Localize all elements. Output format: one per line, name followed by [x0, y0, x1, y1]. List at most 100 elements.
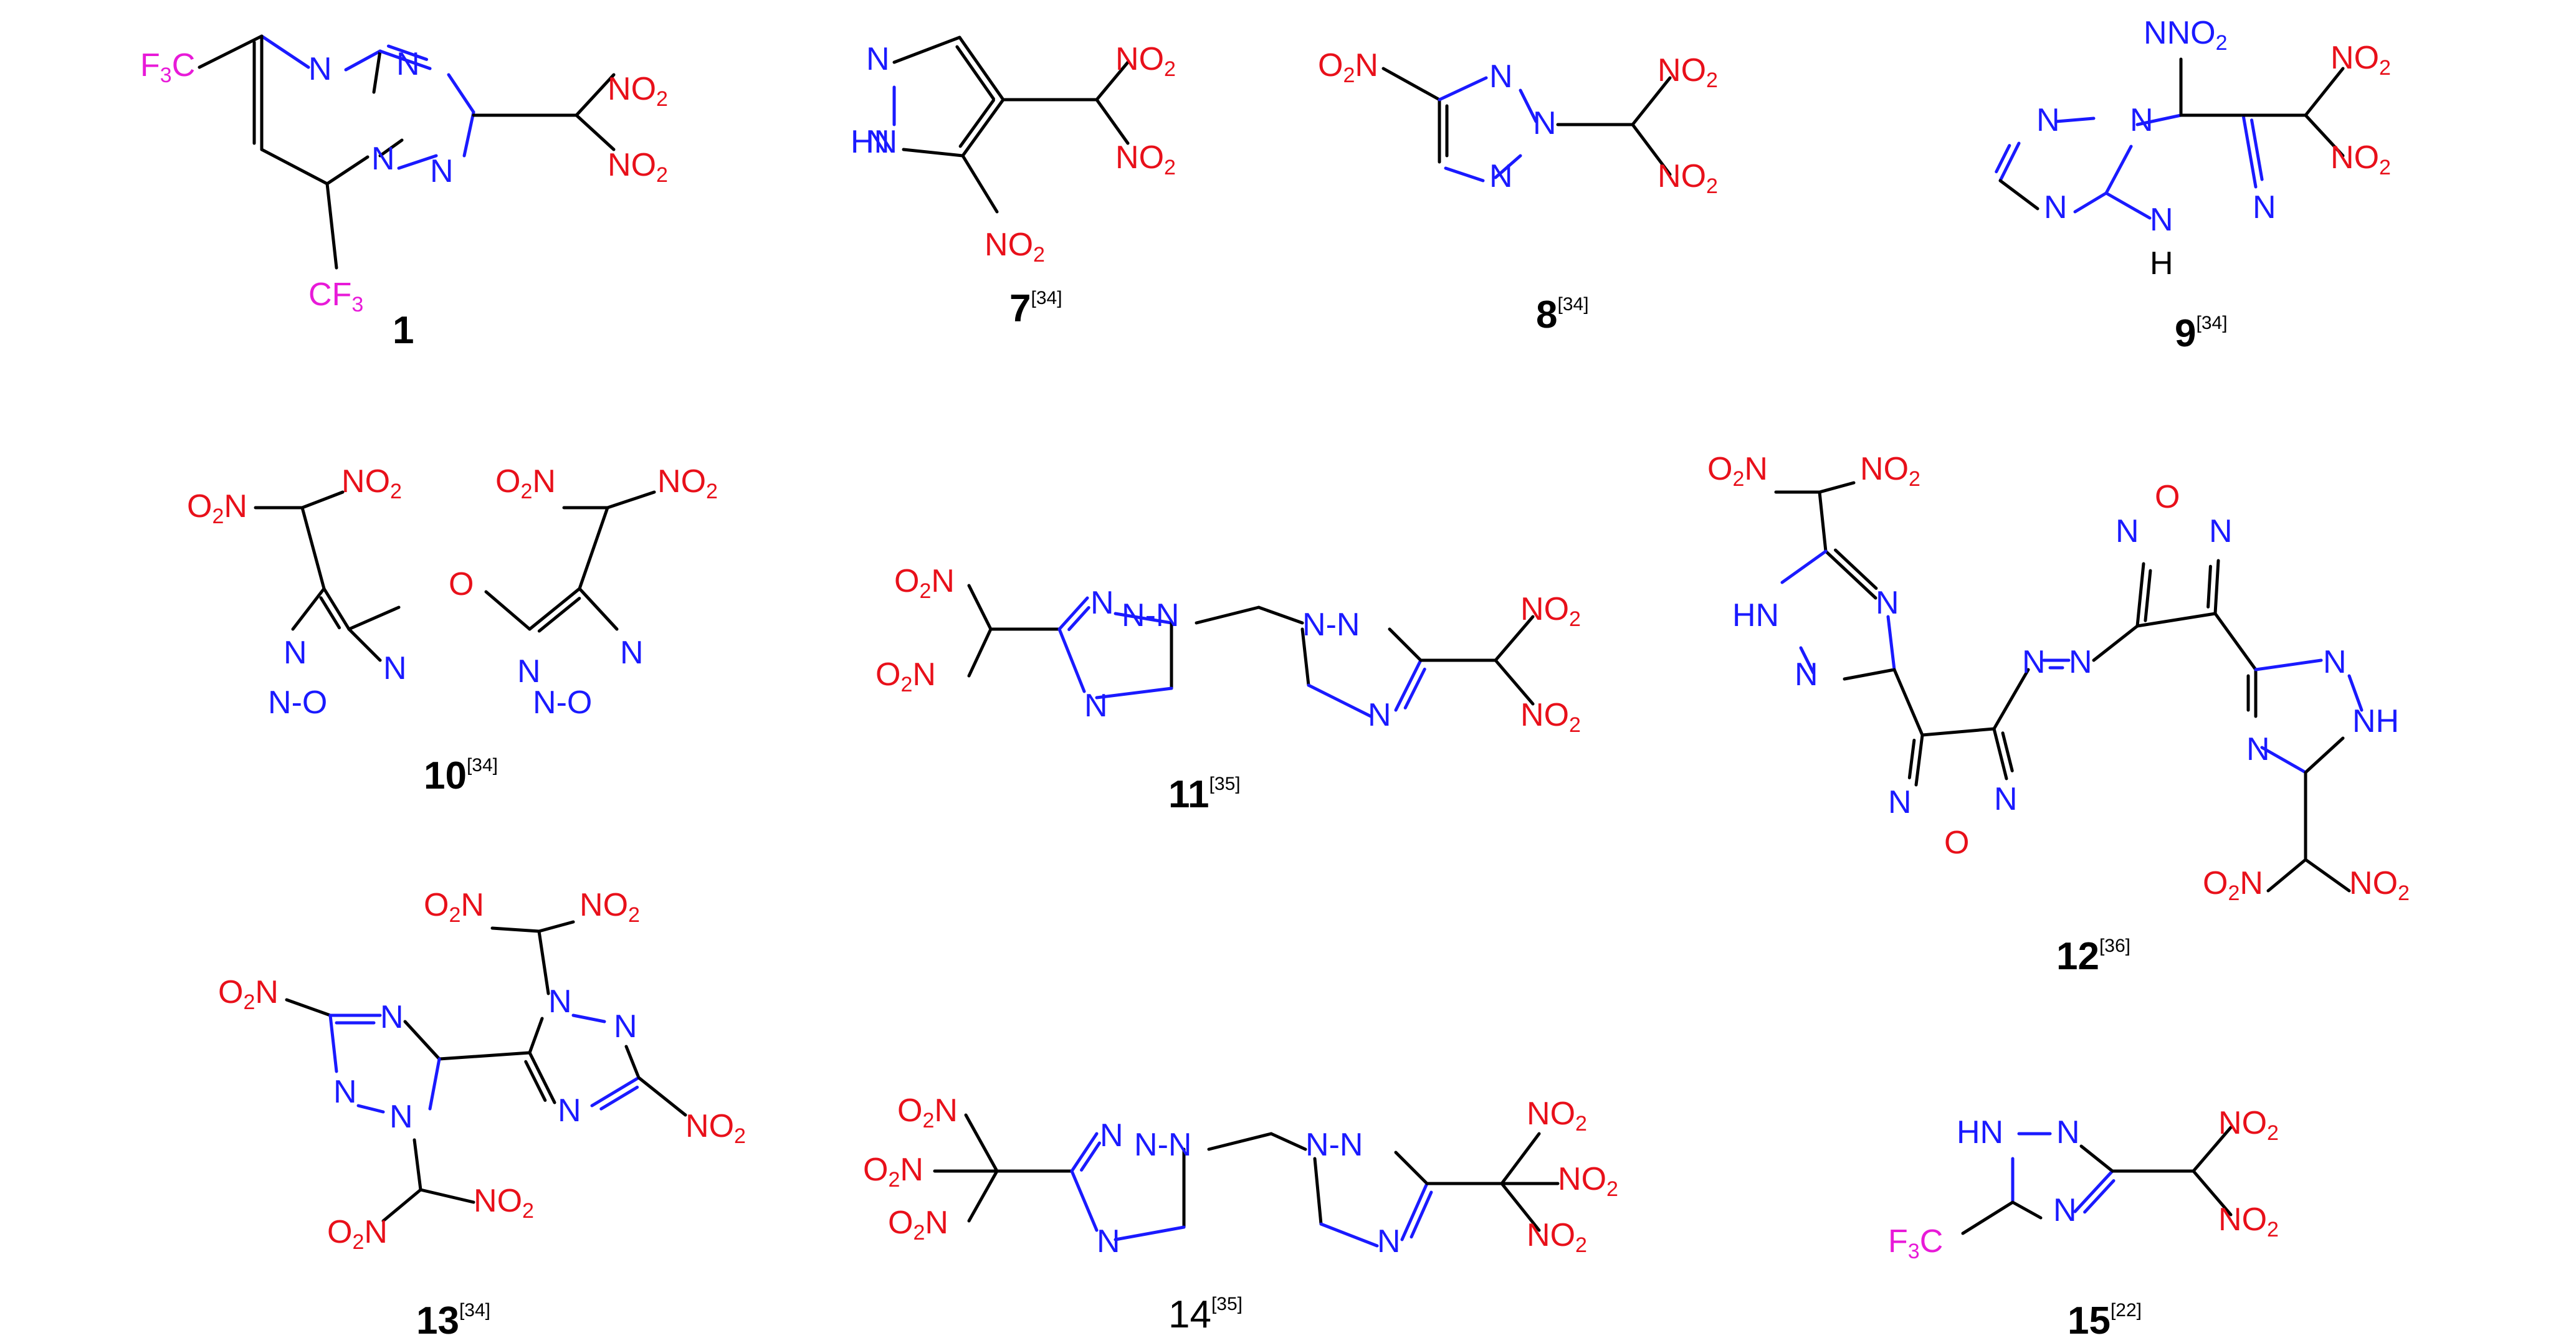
bond — [1519, 88, 1538, 123]
nitro-group: O2N — [327, 1214, 388, 1254]
nitro-group: NO2 — [1558, 1161, 1618, 1201]
bond — [537, 929, 550, 995]
nitro-group: NO2 — [608, 71, 668, 111]
trifluoromethyl-group: F3C — [140, 47, 195, 87]
bond — [599, 1085, 639, 1111]
bond — [413, 1138, 422, 1192]
bond — [2083, 1179, 2116, 1214]
bond — [606, 490, 656, 510]
nitrogen-atom: N — [2056, 1114, 2080, 1151]
azo-nitrogen: N — [2069, 644, 2092, 680]
nitro-group: O2N — [424, 887, 484, 927]
nitro-group: NO2 — [685, 1108, 746, 1148]
nitro-group: NO2 — [1115, 41, 1176, 81]
nitro-group: NO2 — [1860, 451, 1920, 491]
bond — [356, 1104, 385, 1114]
nitrogen-atom: N — [548, 984, 572, 1020]
bond — [1834, 548, 1878, 590]
nitrogen-atom: N — [1795, 657, 1818, 693]
nitrogen-atom: N — [2323, 644, 2347, 680]
nitrogen-atom: N — [383, 650, 407, 686]
bond — [1920, 727, 1996, 737]
bond — [1998, 179, 2039, 211]
bond — [961, 154, 999, 214]
nitro-group: O2N — [495, 463, 556, 503]
nitrogen-atom: N — [1097, 1223, 1120, 1260]
bond — [2304, 67, 2345, 117]
bond — [571, 1013, 606, 1023]
bond — [1494, 658, 1535, 706]
bond — [1114, 1225, 1186, 1241]
bond — [1799, 646, 1815, 675]
nitro-group: NO2 — [657, 463, 718, 503]
nitro-group: NO2 — [2330, 40, 2391, 80]
nitro-group: O2N — [187, 488, 247, 528]
bond — [2213, 612, 2258, 672]
bond — [1057, 596, 1089, 631]
bond — [397, 154, 438, 170]
nitro-group: NO2 — [341, 463, 402, 503]
bond — [1095, 686, 1173, 700]
nitro-group: NO2 — [1658, 158, 1718, 198]
nitrogen-atom: N — [620, 635, 644, 671]
bond — [260, 34, 310, 69]
bond — [1631, 123, 1672, 176]
nitrogen-atom: N — [389, 1099, 413, 1135]
bond — [637, 1076, 687, 1117]
nitro-group: O2N — [218, 974, 279, 1014]
bond-lines — [198, 34, 2364, 1248]
bond — [537, 597, 581, 633]
compound-number-15: 15[22] — [2068, 1299, 2142, 1342]
nitrogen-atom: N — [2053, 1192, 2077, 1228]
triazole-atoms: N-N — [1122, 597, 1179, 634]
bond — [2001, 731, 2014, 772]
bond — [528, 1017, 544, 1055]
nitrogen-atom: N — [1533, 105, 1557, 141]
nitrogen-atom: N — [284, 635, 307, 671]
bond — [344, 49, 382, 72]
nitro-group: NO2 — [1115, 140, 1176, 179]
bond — [325, 155, 370, 186]
bond — [1914, 733, 1924, 787]
nitro-group: NO2 — [985, 227, 1045, 267]
bond — [291, 587, 326, 631]
bond — [1992, 668, 2030, 731]
bond — [2135, 113, 2183, 126]
bond — [2260, 746, 2307, 774]
bond — [2213, 559, 2220, 615]
nitrogen-atom: N — [866, 124, 890, 160]
bond — [1410, 1190, 1433, 1239]
bond — [902, 148, 965, 158]
bond — [2135, 562, 2145, 628]
bond — [1300, 627, 1310, 687]
nitrogen-atom: N — [2130, 102, 2154, 138]
bond — [484, 590, 532, 631]
bond — [578, 506, 609, 591]
nitrogen-atom: N — [1888, 784, 1912, 820]
nitro-group: NO2 — [2349, 865, 2410, 905]
bond — [1067, 605, 1090, 632]
bond — [1886, 615, 1896, 672]
bond — [2144, 569, 2152, 622]
bond — [2250, 118, 2264, 181]
nitrogen-atom: N — [517, 653, 541, 690]
bond — [378, 49, 432, 70]
bond — [1961, 1200, 2015, 1235]
bond — [590, 1076, 641, 1108]
nitro-group: O2N — [863, 1152, 923, 1192]
bond — [1444, 166, 1485, 183]
bond — [372, 49, 382, 94]
bond — [2073, 191, 2108, 214]
bond — [1400, 1182, 1429, 1241]
nitrogen-atom: N — [1090, 585, 1114, 621]
bond — [1114, 612, 1173, 625]
bond — [1403, 667, 1426, 709]
nitrogen-atom: N — [2044, 189, 2068, 225]
bond — [2304, 736, 2345, 774]
bond — [1319, 1222, 1379, 1248]
bond — [428, 1057, 441, 1111]
bond — [490, 926, 541, 933]
bond — [1394, 1151, 1429, 1185]
bond — [2192, 1169, 2233, 1217]
